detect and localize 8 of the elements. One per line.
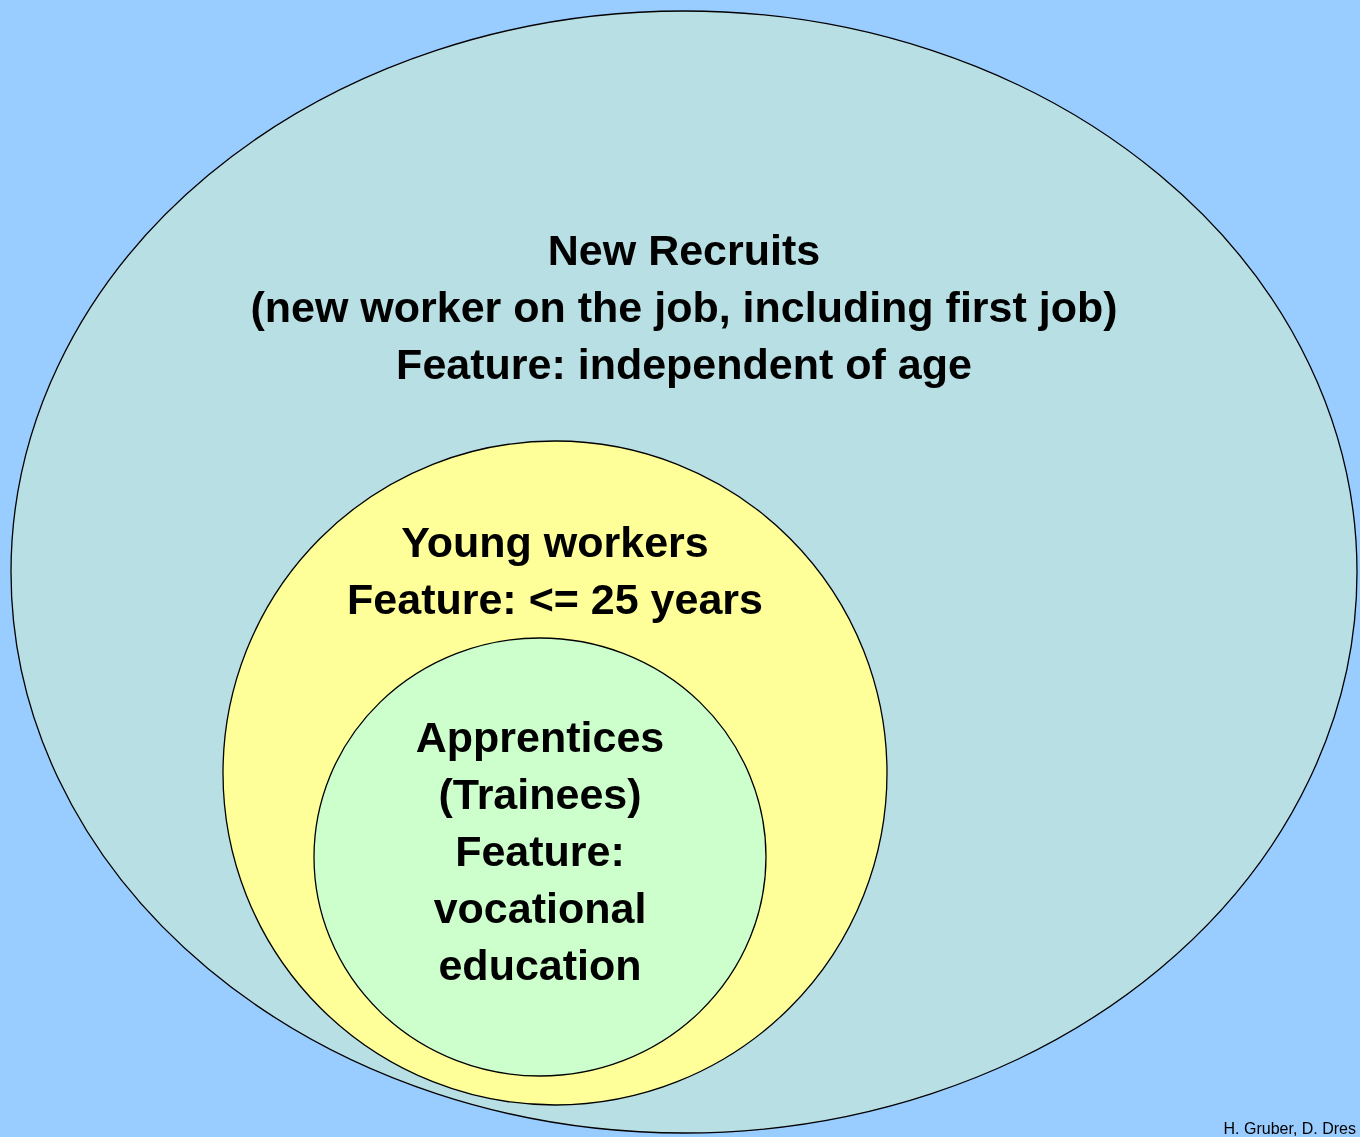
author-credit: H. Gruber, D. Dres — [1223, 1120, 1356, 1137]
region-text: Feature: vocational education — [432, 826, 648, 991]
region-text: Feature: <= 25 years — [347, 574, 763, 625]
region-title: Young workers — [401, 517, 709, 568]
region-text: Feature: independent of age — [396, 339, 972, 390]
region-text: (new worker on the job, including first job) — [250, 282, 1118, 333]
region-title: New Recruits — [547, 225, 821, 276]
region-title: Apprentices (Trainees) — [414, 712, 666, 820]
